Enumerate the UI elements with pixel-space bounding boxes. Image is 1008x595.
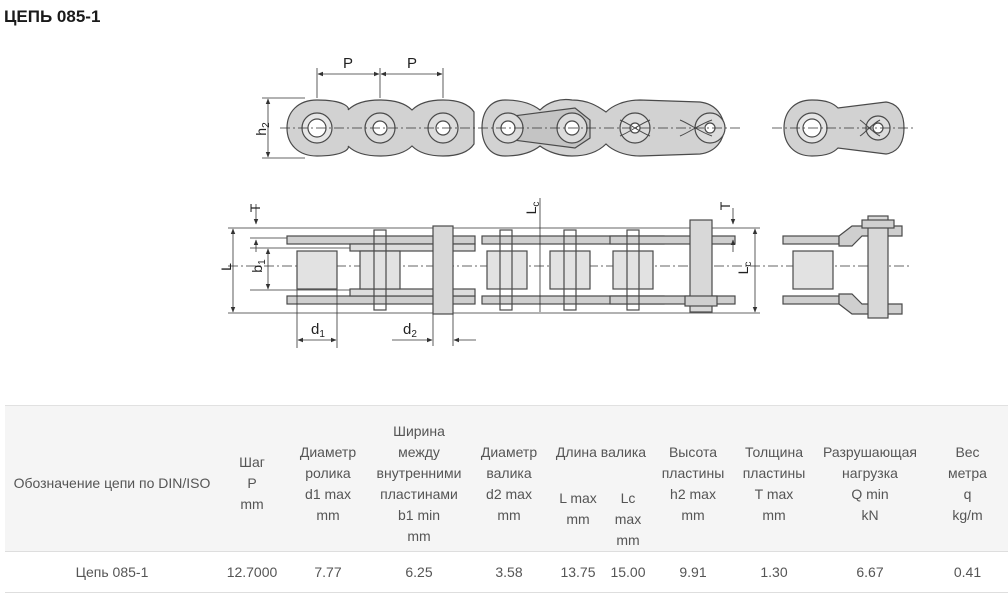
lc-label-right: L	[735, 266, 751, 274]
cell-lc: 15.00	[605, 551, 651, 593]
cell-t: 1.30	[735, 551, 813, 593]
cell-designation: Цепь 085-1	[5, 551, 219, 593]
cell-b1: 6.25	[371, 551, 467, 593]
svg-text:d1: d1	[311, 321, 325, 340]
b1-subscript: 1	[257, 259, 268, 265]
h2-label: h	[253, 128, 269, 136]
lc-label-top: L	[523, 206, 539, 214]
chain-side-view: P P h2	[253, 55, 915, 159]
svg-text:Lc: Lc	[523, 202, 542, 215]
t-label-left: T	[247, 203, 263, 212]
d1-label: d	[311, 321, 319, 338]
chain-drawing: P P h2	[0, 40, 1008, 360]
l-label: L	[218, 263, 234, 271]
svg-text:Lc: Lc	[735, 262, 754, 275]
page-title: ЦЕПЬ 085-1	[4, 7, 101, 26]
cell-q-load: 6.67	[813, 551, 927, 593]
svg-text:b1: b1	[249, 259, 268, 273]
svg-text:h2: h2	[253, 122, 272, 136]
t-label-right: T	[717, 201, 733, 210]
cell-pitch: 12.7000	[219, 551, 285, 593]
b1-label: b	[249, 265, 265, 273]
d1-subscript: 1	[319, 329, 325, 340]
chain-top-view: T L b1 Lc T Lc d1	[218, 198, 910, 348]
lc-subscript-right: c	[743, 262, 754, 267]
cell-d1: 7.77	[285, 551, 371, 593]
lc-subscript-top: c	[531, 202, 542, 207]
table-row: Цепь 085-1 12.7000 7.77 6.25 3.58 13.75 …	[5, 551, 1008, 593]
d2-subscript: 2	[411, 329, 417, 340]
cell-q-weight: 0.41	[927, 551, 1008, 593]
pitch-label-1: P	[343, 55, 353, 72]
d2-label: d	[403, 321, 411, 338]
cell-h2: 9.91	[651, 551, 735, 593]
svg-text:d2: d2	[403, 321, 417, 340]
cell-l: 13.75	[551, 551, 605, 593]
header-pin-length: Длина валика	[551, 405, 651, 488]
header-designation: Обозначение цепи по DIN/ISO	[5, 405, 219, 552]
h2-subscript: 2	[261, 122, 272, 128]
cell-d2: 3.58	[467, 551, 551, 593]
pitch-label-2: P	[407, 55, 417, 72]
